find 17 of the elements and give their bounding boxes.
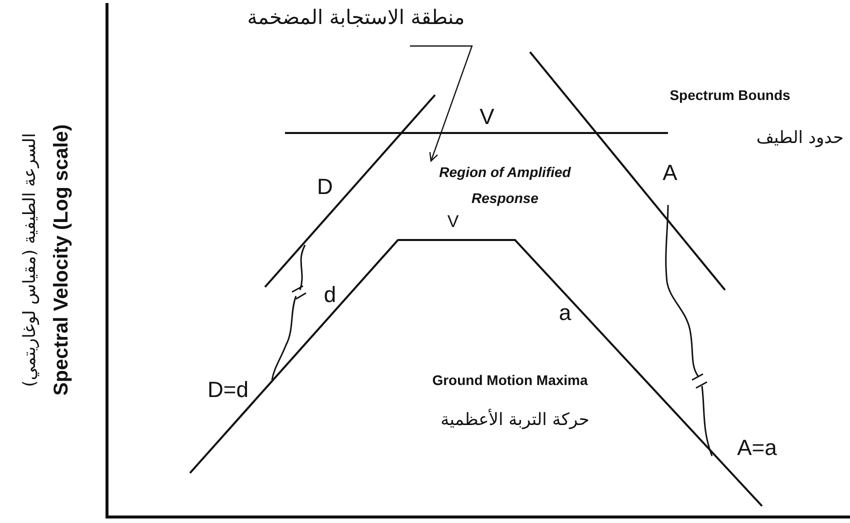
axis-label: السرعة الطيفية (مقياس لوغاريتمي) [20, 133, 40, 387]
curve-label: d [324, 282, 336, 308]
curve-label: A [662, 160, 678, 186]
leader-arrow [410, 45, 473, 162]
curve-label: V [447, 212, 459, 232]
region-label: Ground Motion Maxima [432, 372, 588, 388]
boundary-label: حدود الطيف [756, 128, 844, 148]
curve-label: V [480, 104, 494, 130]
region-label: Region of Amplified Response [410, 159, 600, 211]
curve-label: a [558, 300, 572, 326]
curve-label: D=d [208, 377, 248, 403]
curve-label: D [317, 174, 333, 200]
boundary-label: Spectrum Bounds [670, 87, 790, 103]
curve-label: A=a [737, 435, 777, 461]
axis-label: Spectral Velocity (Log scale) [50, 124, 74, 396]
callout-text: منطقة الاستجابة المضخمة [247, 5, 465, 47]
region-label: حركة التربة الأعظمية [440, 410, 590, 430]
